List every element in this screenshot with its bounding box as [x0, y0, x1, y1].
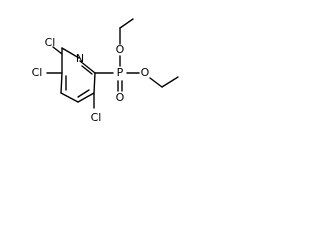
bond-c2-cl — [52, 46, 63, 55]
atom-cl-top: Cl — [45, 36, 56, 49]
bond-c5-c4 — [77, 92, 95, 103]
atom-p: P — [117, 66, 124, 79]
bond-c6-c5 — [93, 72, 96, 94]
bond-c2-n — [61, 47, 80, 59]
atom-n: N — [76, 52, 84, 65]
atom-o-right: O — [141, 66, 150, 79]
atom-cl-bottom: Cl — [91, 111, 102, 124]
bond-c5-c4-inner — [77, 89, 90, 98]
bond-c4-c3 — [60, 92, 79, 103]
bond-n-c6 — [79, 60, 96, 74]
molecule-diagram: Cl N Cl Cl P O O O — [32, 18, 179, 124]
atom-o-bottom: O — [116, 91, 125, 104]
bond-n-c6-inner — [81, 65, 93, 75]
bond-ch2-ch3-right — [161, 76, 179, 88]
bond-o-ch2-right — [149, 77, 163, 88]
atom-cl-left: Cl — [32, 66, 43, 79]
atom-o-top: O — [116, 43, 125, 56]
bond-c3-c2 — [60, 72, 63, 94]
atom-labels: Cl N Cl Cl P O O O — [32, 36, 150, 124]
bond-ch2-ch3-top — [119, 18, 134, 29]
bonds — [46, 18, 179, 109]
